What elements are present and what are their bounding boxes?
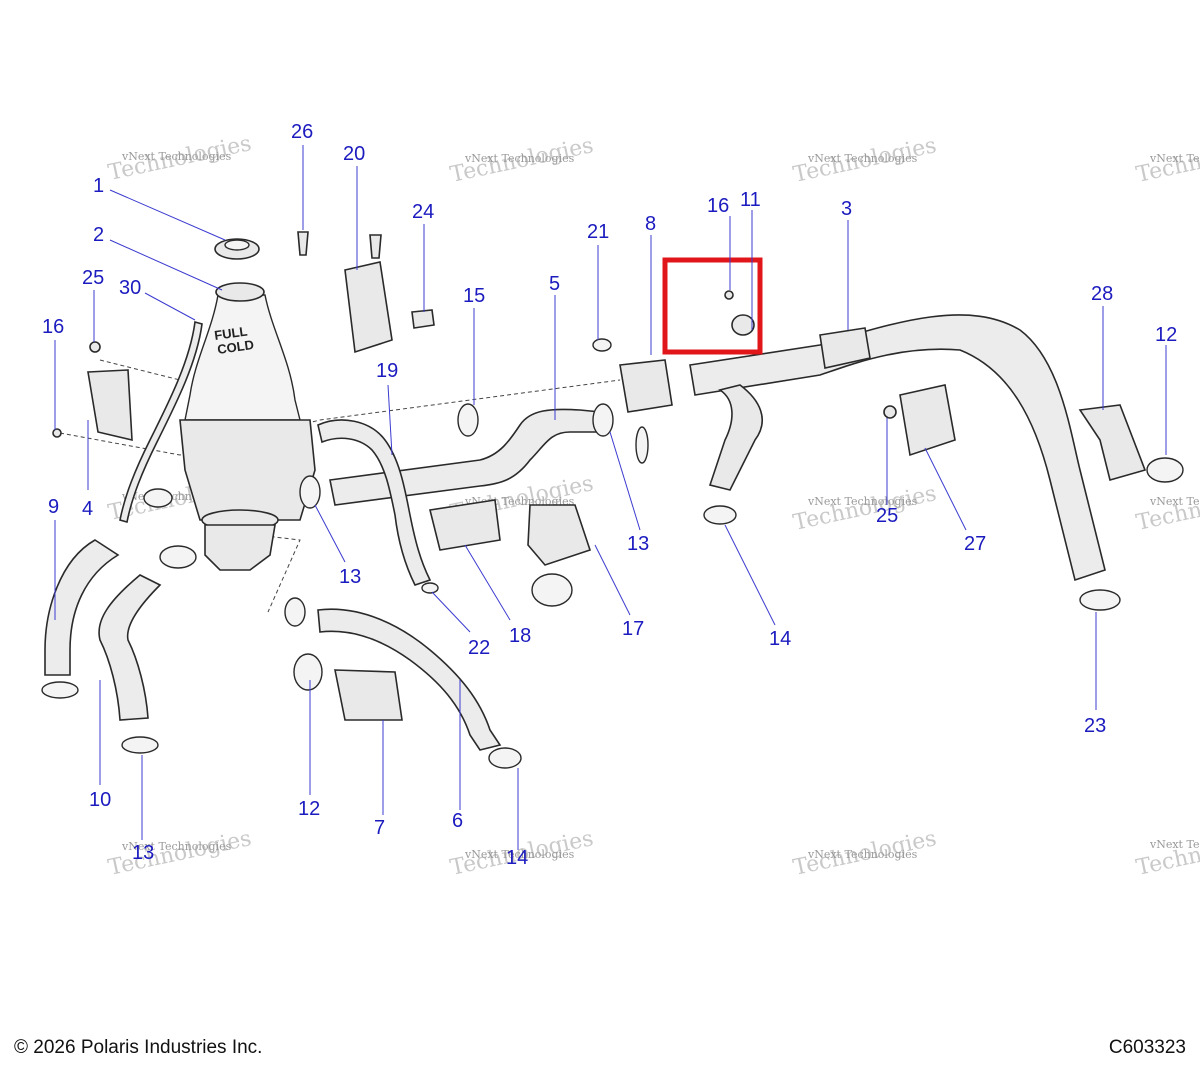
callout-13-center[interactable]: 13 — [339, 566, 361, 588]
svg-text:vNext Technologies: vNext Technologies — [1149, 152, 1200, 165]
callout-27[interactable]: 27 — [964, 533, 986, 555]
callout-6[interactable]: 6 — [452, 810, 463, 832]
callout-2[interactable]: 2 — [93, 224, 104, 246]
callout-16-left[interactable]: 16 — [42, 316, 64, 338]
svg-text:vNext Technologies: vNext Technologies — [464, 152, 575, 165]
callout-14-lower[interactable]: 14 — [506, 847, 528, 869]
callout-17[interactable]: 17 — [622, 618, 644, 640]
callout-20[interactable]: 20 — [343, 143, 365, 165]
callout-22[interactable]: 22 — [468, 637, 490, 659]
hardware — [52, 231, 897, 438]
overflow-hose — [119, 320, 203, 524]
callout-25-right[interactable]: 25 — [876, 505, 898, 527]
tank-cold-mark: COLD — [216, 337, 255, 357]
svg-text:Technologies: Technologies — [1134, 826, 1200, 881]
callout-24[interactable]: 24 — [412, 201, 434, 223]
leader-lines — [54, 145, 1167, 850]
watermark: Technologies — [1134, 826, 1200, 881]
svg-text:vNext Technologies: vNext Technologies — [1149, 495, 1200, 508]
callout-3[interactable]: 3 — [841, 198, 852, 220]
callout-4[interactable]: 4 — [82, 498, 93, 520]
diagram-code: C603323 — [1108, 1037, 1186, 1058]
svg-text:vNext Technologies: vNext Technologies — [807, 495, 918, 508]
callout-18[interactable]: 18 — [509, 625, 531, 647]
callout-13-right[interactable]: 13 — [627, 533, 649, 555]
callout-11[interactable]: 11 — [740, 189, 761, 211]
callout-23[interactable]: 23 — [1084, 715, 1106, 737]
callout-30[interactable]: 30 — [119, 277, 141, 299]
callout-25-left[interactable]: 25 — [82, 267, 104, 289]
svg-text:vNext Technologies: vNext Technologies — [807, 848, 918, 861]
svg-text:Technologies: Technologies — [106, 826, 254, 881]
callout-26[interactable]: 26 — [291, 121, 313, 143]
svg-text:vNext Technologies: vNext Technologies — [121, 840, 232, 853]
callout-13-left[interactable]: 13 — [132, 842, 154, 864]
svg-text:vNext Technologies: vNext Technologies — [1149, 838, 1200, 851]
callout-12-lower[interactable]: 12 — [298, 798, 320, 820]
callout-5[interactable]: 5 — [549, 273, 560, 295]
coolant-reservoir: FULL COLD — [179, 238, 316, 571]
svg-text:Technologies: Technologies — [791, 481, 939, 536]
callout-21[interactable]: 21 — [587, 221, 609, 243]
tank-full-mark: FULL — [213, 323, 248, 342]
callout-14-right[interactable]: 14 — [769, 628, 791, 650]
svg-text:Technologies: Technologies — [1134, 481, 1200, 536]
callout-19[interactable]: 19 — [376, 360, 398, 382]
lower-hoses — [44, 539, 502, 751]
fittings — [87, 261, 1147, 721]
callout-28[interactable]: 28 — [1091, 283, 1113, 305]
callout-1[interactable]: 1 — [93, 175, 104, 197]
highlight-box — [662, 257, 763, 355]
callout-8[interactable]: 8 — [645, 213, 656, 235]
callouts: 1 2 3 4 5 6 7 8 9 10 11 12 12 13 13 13 1… — [42, 121, 1177, 869]
svg-text:vNext Technologies: vNext Technologies — [807, 152, 918, 165]
svg-text:vNext Technologies: vNext Technologies — [121, 150, 232, 163]
callout-16-top[interactable]: 16 — [707, 195, 729, 217]
copyright-notice: © 2026 Polaris Industries Inc. — [14, 1037, 263, 1058]
watermark: Technologies — [1134, 481, 1200, 536]
watermark: Technologies — [106, 826, 254, 881]
callout-7[interactable]: 7 — [374, 817, 385, 839]
watermark: Technologies — [791, 481, 939, 536]
svg-text:vNext Technologies: vNext Technologies — [464, 848, 575, 861]
callout-15[interactable]: 15 — [463, 285, 485, 307]
callout-10[interactable]: 10 — [89, 789, 111, 811]
callout-9[interactable]: 9 — [48, 496, 59, 518]
callout-12-right[interactable]: 12 — [1155, 324, 1177, 346]
main-coolant-pipe — [689, 314, 1106, 582]
clamps — [41, 338, 1184, 769]
